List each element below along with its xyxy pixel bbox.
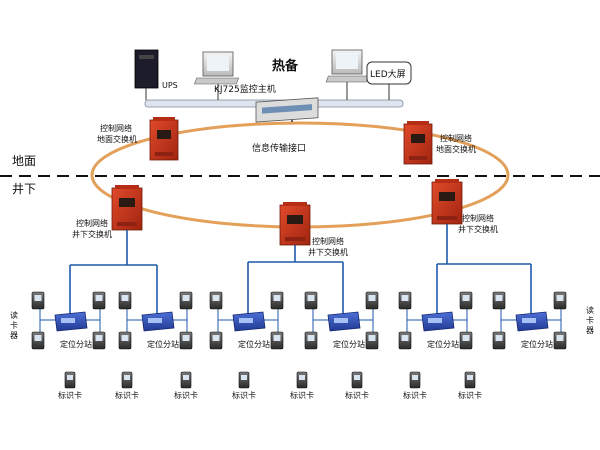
card-reader <box>365 331 379 350</box>
card-reader <box>179 331 193 350</box>
underground-switch-left <box>111 185 143 231</box>
id-card: 标识卡 <box>115 371 139 400</box>
card-reader <box>179 291 193 310</box>
id-card: 标识卡 <box>345 371 369 400</box>
switch-label-right-line2: 地面交换机 <box>436 144 476 154</box>
id-card: 标识卡 <box>174 371 198 400</box>
card-reader <box>31 291 45 310</box>
branch-right <box>436 224 532 315</box>
card-reader <box>459 331 473 350</box>
surface-switch-left <box>149 117 179 161</box>
station-label: 定位分站 <box>427 339 459 349</box>
station-label: 定位分站 <box>147 339 179 349</box>
interface-label: 信息传输接口 <box>252 142 306 154</box>
led-label: LED大屏 <box>370 68 406 80</box>
card-reader <box>92 331 106 350</box>
station-label: 定位分站 <box>238 339 270 349</box>
id-card: 标识卡 <box>290 371 314 400</box>
card-reader <box>209 331 223 350</box>
switch-label-ur-line2: 井下交换机 <box>458 224 498 234</box>
switch-label-right-line1: 控制网络 <box>440 133 472 143</box>
switch-label-ur-line1: 控制网络 <box>462 213 494 223</box>
reader-label-right: 读卡器 <box>586 305 594 335</box>
ups-label: UPS <box>162 81 178 90</box>
zone-label-underground: 井下 <box>12 182 36 196</box>
ups-unit: UPS <box>134 49 178 100</box>
led-screen: LED大屏 <box>366 61 412 100</box>
id-card: 标识卡 <box>232 371 256 400</box>
switch-label-um-line1: 控制网络 <box>312 236 344 246</box>
station-label: 定位分站 <box>60 339 92 349</box>
switch-label-left-line2: 地面交换机 <box>97 134 137 144</box>
positioning-station: 定位分站 <box>126 300 188 349</box>
station-label: 定位分站 <box>521 339 553 349</box>
id-card: 标识卡 <box>458 371 482 400</box>
branch-left <box>69 230 158 315</box>
switch-label-ul-line2: 井下交换机 <box>72 229 112 239</box>
card-reader <box>304 291 318 310</box>
id-card: 标识卡 <box>58 371 82 400</box>
card-reader <box>398 291 412 310</box>
card-reader <box>31 331 45 350</box>
standby-computer <box>325 49 369 100</box>
host-label: KJ725监控主机 <box>214 83 276 95</box>
station-label: 定位分站 <box>333 339 365 349</box>
card-reader <box>492 331 506 350</box>
card-reader <box>270 291 284 310</box>
card-reader <box>118 291 132 310</box>
card-reader <box>365 291 379 310</box>
switch-label-left-line1: 控制网络 <box>100 123 132 133</box>
card-reader <box>492 291 506 310</box>
card-reader <box>553 331 567 350</box>
hot-standby-label: 热备 <box>272 58 299 74</box>
id-card-label: 标识卡 <box>458 390 482 400</box>
id-card-label: 标识卡 <box>345 390 369 400</box>
surface-switch-right <box>403 121 433 165</box>
id-card-label: 标识卡 <box>115 390 139 400</box>
card-reader <box>92 291 106 310</box>
card-reader <box>270 331 284 350</box>
card-reader <box>304 331 318 350</box>
underground-switch-right <box>431 179 463 225</box>
branch-middle <box>247 245 344 315</box>
card-reader <box>459 291 473 310</box>
card-reader <box>398 331 412 350</box>
id-card-label: 标识卡 <box>232 390 256 400</box>
switch-label-um-line2: 井下交换机 <box>308 247 348 257</box>
underground-switch-middle <box>279 202 311 246</box>
card-reader <box>553 291 567 310</box>
zone-label-ground: 地面 <box>12 154 36 168</box>
id-card-label: 标识卡 <box>58 390 82 400</box>
card-reader <box>118 331 132 350</box>
reader-label-left: 读卡器 <box>10 310 18 340</box>
card-reader <box>209 291 223 310</box>
id-card-label: 标识卡 <box>403 390 427 400</box>
id-card-label: 标识卡 <box>290 390 314 400</box>
host-computer: KJ725监控主机 <box>194 51 276 100</box>
id-card-label: 标识卡 <box>174 390 198 400</box>
id-card: 标识卡 <box>403 371 427 400</box>
transmission-interface: 信息传输接口 <box>252 97 319 154</box>
switch-label-ul-line1: 控制网络 <box>76 218 108 228</box>
